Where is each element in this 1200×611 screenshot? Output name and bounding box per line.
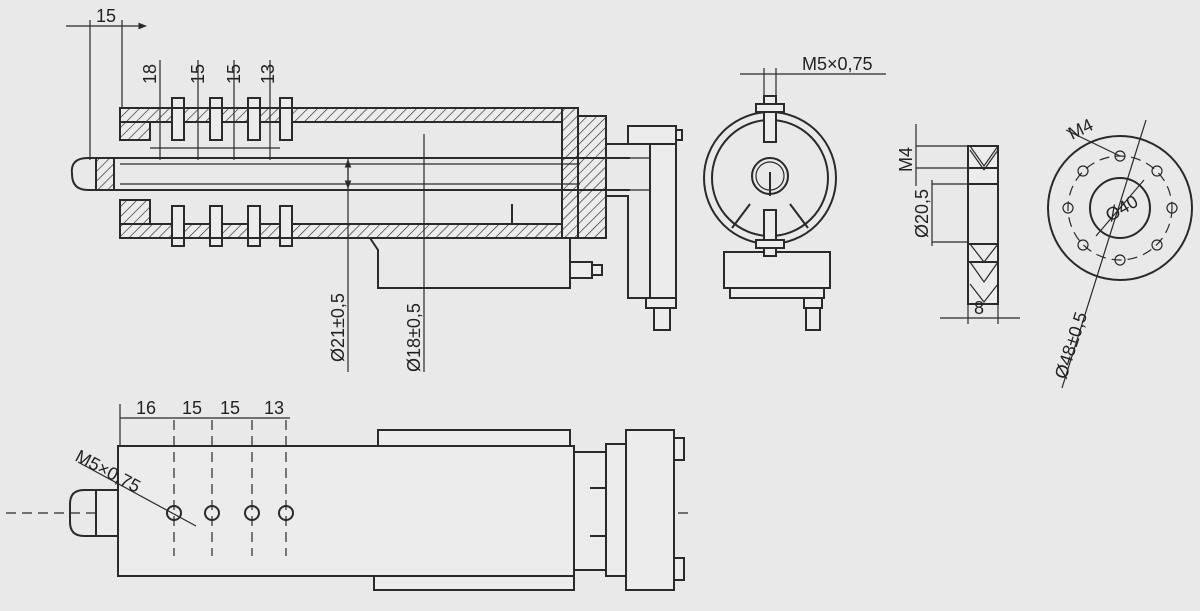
end-view: M5×0,75 [703, 54, 886, 331]
dim-hole-2: 15 [188, 64, 208, 84]
top-view: 16 15 15 13 M5×0,75 [6, 398, 690, 591]
dim-inner-diameter: Ø18±0,5 [404, 303, 424, 372]
flange-dim-outer-diameter: Ø48±0,5 [1051, 309, 1091, 381]
top-dim-spacing-3: 15 [220, 398, 240, 418]
end-view-thread-label: M5×0,75 [802, 54, 873, 74]
top-dim-spacing-2: 15 [182, 398, 202, 418]
ring-dim-thickness: 8 [974, 298, 984, 318]
ring-section-view: M4 Ø20,5 8 [896, 124, 1020, 324]
side-section-view: 15 18 15 15 13 Ø21±0,5 Ø18±0,5 [66, 6, 683, 372]
flange-view: M4 Ø40 Ø48±0,5 [1047, 115, 1193, 389]
dim-outer-diameter: Ø21±0,5 [328, 293, 348, 362]
ring-dim-bore: Ø20,5 [912, 189, 932, 238]
ring-dim-thread: M4 [896, 147, 916, 172]
top-dim-spacing-1: 16 [136, 398, 156, 418]
flange-dim-thread: M4 [1065, 115, 1096, 144]
dim-hole-4: 13 [258, 64, 278, 84]
dim-hole-3: 15 [224, 64, 244, 84]
dim-top-width: 15 [96, 6, 116, 26]
dim-hole-1: 18 [140, 64, 160, 84]
top-dim-spacing-4: 13 [264, 398, 284, 418]
